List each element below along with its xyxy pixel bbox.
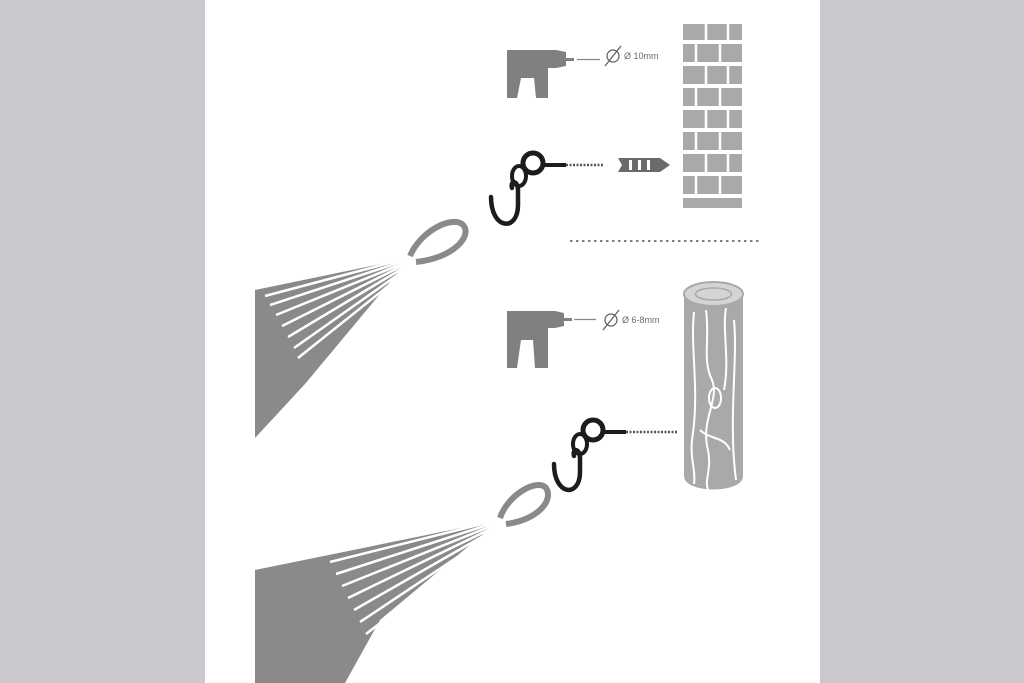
s-hook-icon xyxy=(551,448,583,492)
installation-diagram: Ø 10mm xyxy=(205,0,820,683)
diameter-icon xyxy=(604,45,622,67)
tree-mount-section: Ø 6-8mm xyxy=(255,281,744,683)
eye-screw-icon xyxy=(580,417,678,443)
s-hook-icon xyxy=(488,180,521,226)
hammock-end-icon xyxy=(255,482,551,683)
hammock-end-icon xyxy=(255,219,469,438)
diameter-icon xyxy=(602,309,620,331)
drill-icon xyxy=(507,50,574,98)
diagram-canvas: Ø 10mm xyxy=(255,24,760,683)
eye-screw-icon xyxy=(520,150,604,176)
tree-trunk-icon xyxy=(683,281,744,491)
wall-mount-section: Ø 10mm xyxy=(255,24,742,438)
drill-size-label: Ø 10mm xyxy=(624,51,659,61)
wall-plug-icon xyxy=(618,158,670,172)
drill-size-label: Ø 6-8mm xyxy=(622,315,660,325)
drill-icon xyxy=(507,311,572,368)
brick-wall-icon xyxy=(683,24,742,208)
